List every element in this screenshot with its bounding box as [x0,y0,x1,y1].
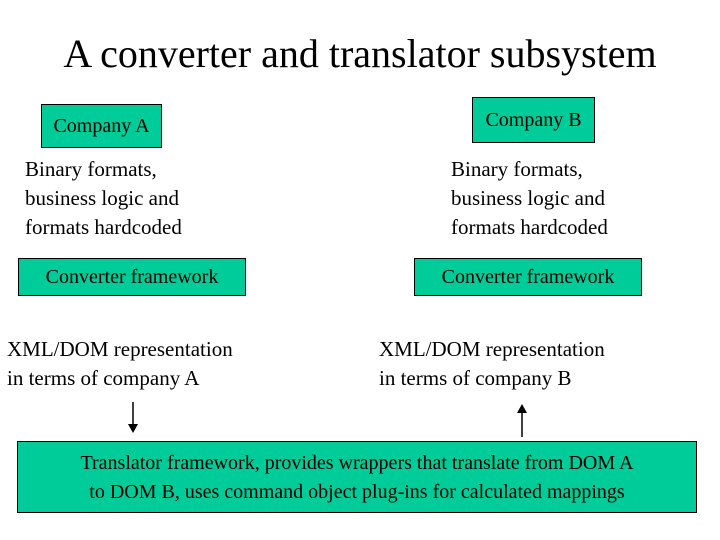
company-b-box: Company B [472,97,595,143]
company-a-representation: XML/DOM representation in terms of compa… [7,337,233,390]
company-b-description: Binary formats, business logic and forma… [451,157,608,239]
up-arrow-icon [517,404,527,437]
translator-framework-box: Translator framework, provides wrappers … [17,441,697,513]
company-b-representation: XML/DOM representation in terms of compa… [379,337,605,390]
company-a-converter-box: Converter framework [18,258,246,296]
company-b-converter-box: Converter framework [414,258,642,296]
down-arrow-icon [128,402,138,433]
company-a-box: Company A [41,104,162,148]
slide-title: A converter and translator subsystem [63,31,657,76]
company-a-description: Binary formats, business logic and forma… [25,157,182,239]
